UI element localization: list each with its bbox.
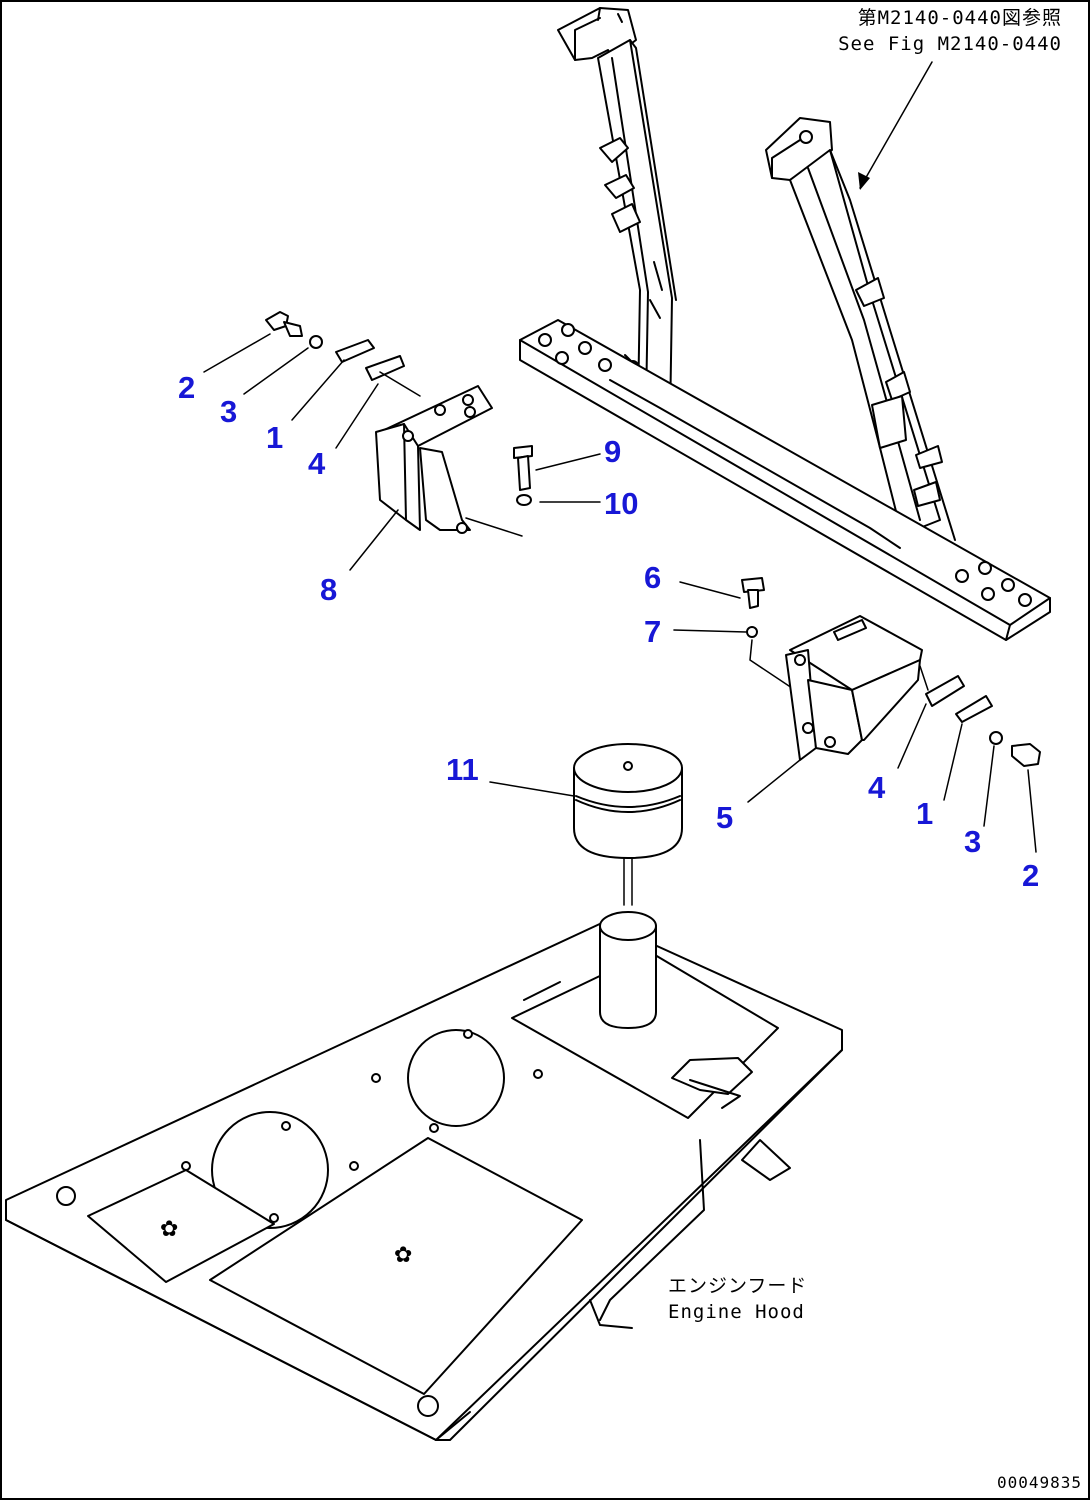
drawing-number: 00049835 [996,1473,1082,1492]
callout-8[interactable]: 8 [320,572,338,607]
reference-note-en: See Fig M2140-0440 [838,33,1062,55]
callout-4-right[interactable]: 4 [868,770,886,805]
panel-mark-right: ✿ [394,1243,412,1268]
engine-hood-label-jp: エンジンフード [668,1275,808,1297]
left-bracket-group [265,311,533,537]
callout-4-left[interactable]: 4 [308,446,326,481]
right-bracket-group [741,577,1041,767]
leader-lines [203,333,1037,853]
reference-leader [859,61,933,189]
callout-2-left[interactable]: 2 [178,370,196,405]
callout-7[interactable]: 7 [644,614,662,649]
cab-frame [519,7,1051,641]
reference-arrowhead [858,172,870,190]
callout-2-right[interactable]: 2 [1022,858,1040,893]
callout-5[interactable]: 5 [716,800,734,835]
callout-1-left[interactable]: 1 [266,420,284,455]
callout-11[interactable]: 11 [446,752,479,787]
engine-hood-label-en: Engine Hood [668,1301,805,1323]
callout-6[interactable]: 6 [644,560,662,595]
callout-10[interactable]: 10 [604,486,639,521]
callout-1-right[interactable]: 1 [916,796,934,831]
callout-9[interactable]: 9 [604,434,622,469]
panel-mark-left: ✿ [160,1217,178,1242]
engine-hood-plate: ✿ ✿ [5,911,843,1441]
callout-3-left[interactable]: 3 [220,394,238,429]
callout-3-right[interactable]: 3 [964,824,982,859]
part-11-cylinder [573,743,683,906]
reference-note-jp: 第M2140-0440図参照 [857,7,1062,29]
